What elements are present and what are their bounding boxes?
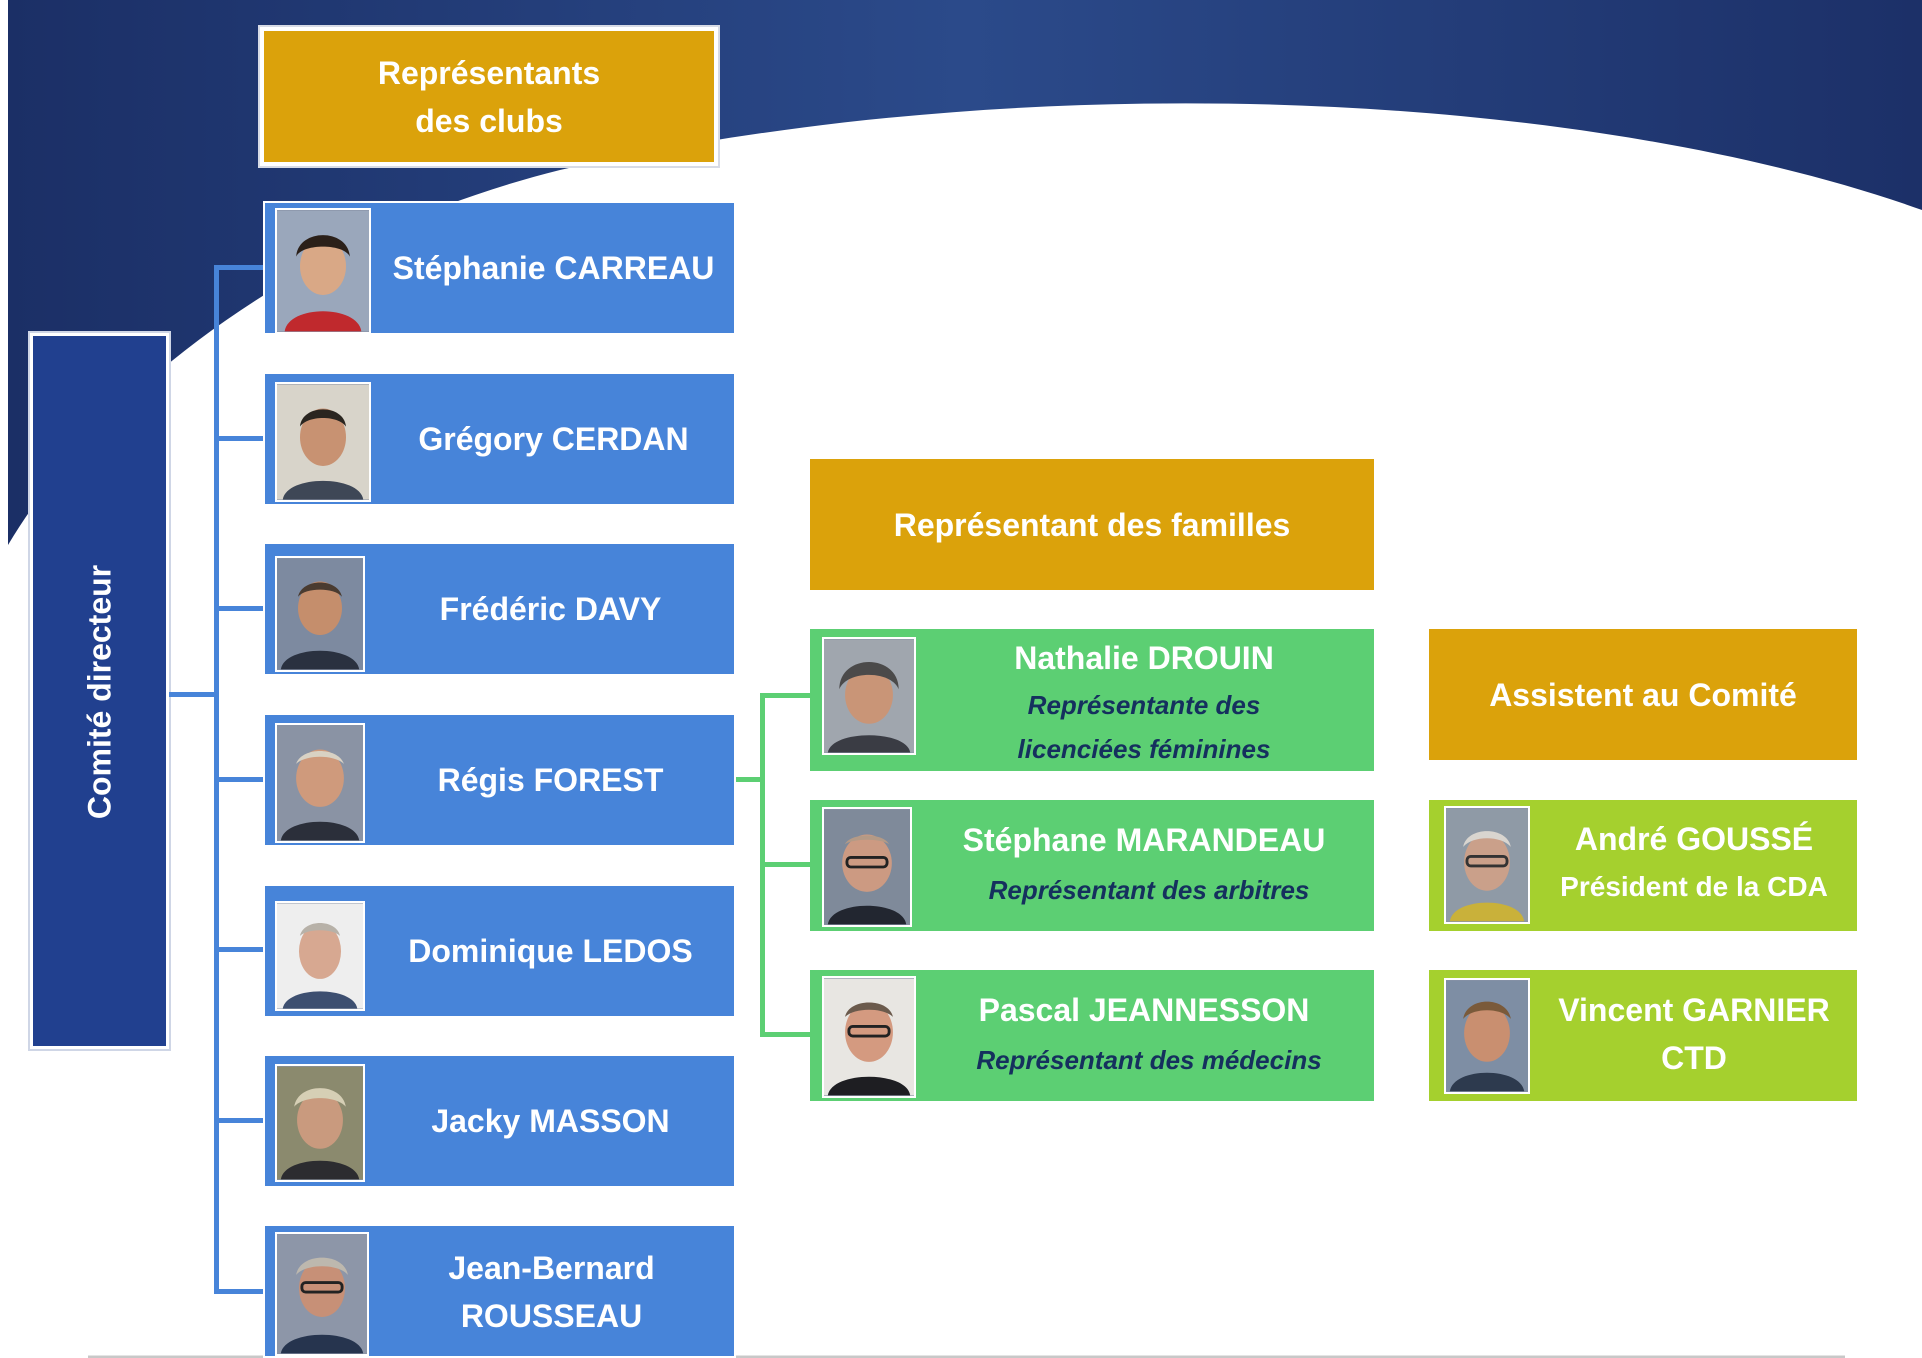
member-role: Représentant des arbitres <box>988 875 1310 905</box>
club-member-card: Frédéric DAVY <box>263 542 736 676</box>
member-name-line1: Jean-Bernard <box>448 1250 655 1286</box>
club-member-card: Dominique LEDOS <box>263 884 736 1018</box>
connector-branch <box>214 1289 264 1294</box>
familles-member-card: Pascal JEANNESSON Représentant des médec… <box>810 970 1374 1101</box>
connector-branch <box>214 436 264 441</box>
member-name: Stéphanie CARREAU <box>392 250 715 286</box>
member-name: Jean-Bernard ROUSSEAU <box>377 1244 726 1340</box>
member-name: André GOUSSÉ <box>1574 821 1814 857</box>
familles-member-card: Nathalie DROUIN Représentante des licenc… <box>810 629 1374 771</box>
member-role: Représentant des médecins <box>976 1045 1322 1075</box>
member-name: Dominique LEDOS <box>408 933 693 969</box>
assistent-member-card: Vincent GARNIER CTD <box>1429 970 1857 1101</box>
clubs-header: Représentants des clubs <box>258 25 720 168</box>
member-role-line2: licenciées féminines <box>1017 734 1271 764</box>
member-role: CTD <box>1661 1040 1727 1076</box>
club-member-card: Régis FOREST <box>263 713 736 847</box>
member-role: Représentante des licenciées féminines <box>924 683 1364 771</box>
club-member-card: Stéphanie CARREAU <box>263 201 736 335</box>
member-name: Stéphane MARANDEAU <box>962 822 1326 858</box>
member-name: Grégory CERDAN <box>418 421 689 457</box>
clubs-header-line1: Représentants <box>377 54 601 91</box>
portrait-photo <box>275 901 365 1011</box>
member-name-line1: Vincent GARNIER <box>1558 992 1830 1028</box>
portrait-photo <box>275 1232 369 1356</box>
connector-comite-horizontal <box>169 692 217 697</box>
member-name: Nathalie DROUIN <box>1014 640 1274 676</box>
connector-branch <box>214 1118 264 1123</box>
clubs-header-line2: des clubs <box>415 102 563 139</box>
member-name-line2: ROUSSEAU <box>460 1298 643 1334</box>
connector-branch <box>214 606 264 611</box>
club-member-card: Jean-Bernard ROUSSEAU <box>263 1224 736 1358</box>
portrait-photo <box>1444 978 1530 1094</box>
comite-directeur-box <box>28 331 171 1051</box>
assistent-member-card: André GOUSSÉ Président de la CDA <box>1429 800 1857 931</box>
connector-branch <box>214 947 264 952</box>
portrait-photo <box>822 976 916 1098</box>
portrait-photo <box>275 1064 365 1182</box>
assistent-header: Assistent au Comité <box>1429 629 1857 760</box>
member-role: Président de la CDA <box>1560 871 1828 902</box>
connector-branch <box>760 1032 810 1037</box>
member-name: Pascal JEANNESSON <box>978 992 1310 1028</box>
portrait-photo <box>275 556 365 672</box>
familles-header: Représentant des familles <box>810 459 1374 590</box>
connector-familles-stub <box>735 777 763 782</box>
comite-directeur-label: Comité directeur <box>81 564 118 820</box>
connector-branch <box>214 265 264 270</box>
member-name: Vincent GARNIER CTD <box>1535 986 1853 1082</box>
member-name: Frédéric DAVY <box>439 591 662 627</box>
member-name: Régis FOREST <box>437 762 664 798</box>
familles-member-card: Stéphane MARANDEAU Représentant des arbi… <box>810 800 1374 931</box>
portrait-photo <box>275 723 365 843</box>
member-name: Jacky MASSON <box>431 1103 670 1139</box>
portrait-photo <box>822 807 912 927</box>
connector-branch <box>214 777 264 782</box>
club-member-card: Grégory CERDAN <box>263 372 736 506</box>
member-role-line1: Représentante des <box>1027 690 1261 720</box>
connector-branch <box>760 862 810 867</box>
portrait-photo <box>275 382 371 502</box>
connector-branch <box>760 693 810 698</box>
portrait-photo <box>822 637 916 755</box>
club-member-card: Jacky MASSON <box>263 1054 736 1188</box>
portrait-photo <box>275 208 371 334</box>
portrait-photo <box>1444 806 1530 924</box>
